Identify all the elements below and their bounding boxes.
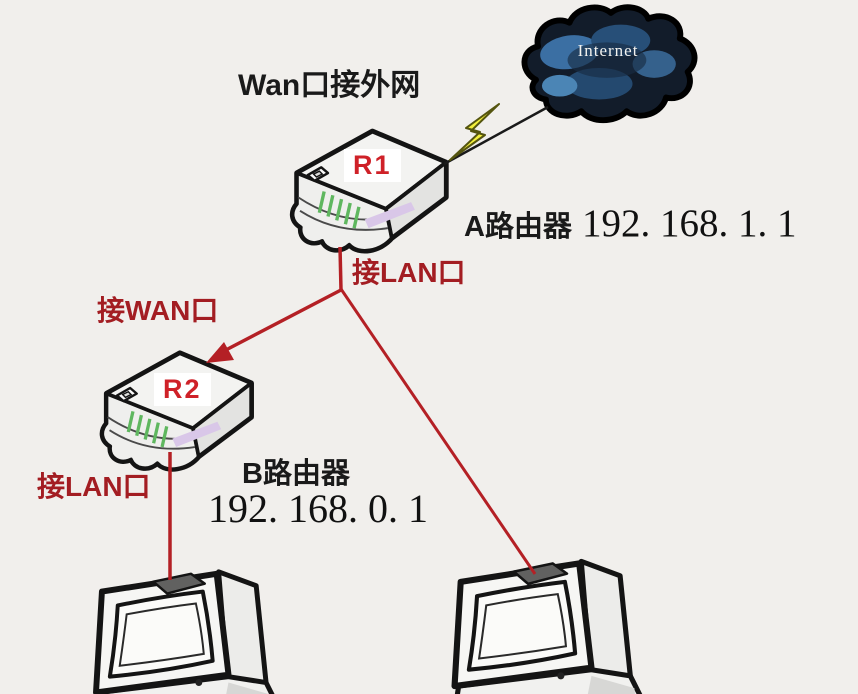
router-b-name: B路由器 xyxy=(242,458,350,490)
pc-right-graphic xyxy=(428,545,663,694)
wan-uplink-label: Wan口接外网 xyxy=(238,69,421,102)
router-b-badge: R2 xyxy=(154,373,211,406)
internet-cloud-label: Internet xyxy=(577,41,639,60)
r1-lan-port-label: 接LAN口 xyxy=(352,257,466,288)
router-a-badge: R1 xyxy=(344,149,401,182)
router-a-caption: A路由器 192. 168. 1. 1 xyxy=(464,202,797,245)
r2-lan-port-label: 接LAN口 xyxy=(37,471,151,502)
router-b-ip: 192. 168. 0. 1 xyxy=(208,486,428,531)
internet-cloud-icon xyxy=(521,4,698,124)
r2-wan-port-label: 接WAN口 xyxy=(97,295,219,326)
router-a-ip: 192. 168. 1. 1 xyxy=(581,202,797,245)
lan-to-pc-right-line xyxy=(339,288,537,575)
router-b-graphic xyxy=(92,342,264,478)
router-a-graphic xyxy=(283,120,458,260)
pc-left-graphic xyxy=(70,556,298,694)
router-a-name: A路由器 xyxy=(464,211,572,243)
